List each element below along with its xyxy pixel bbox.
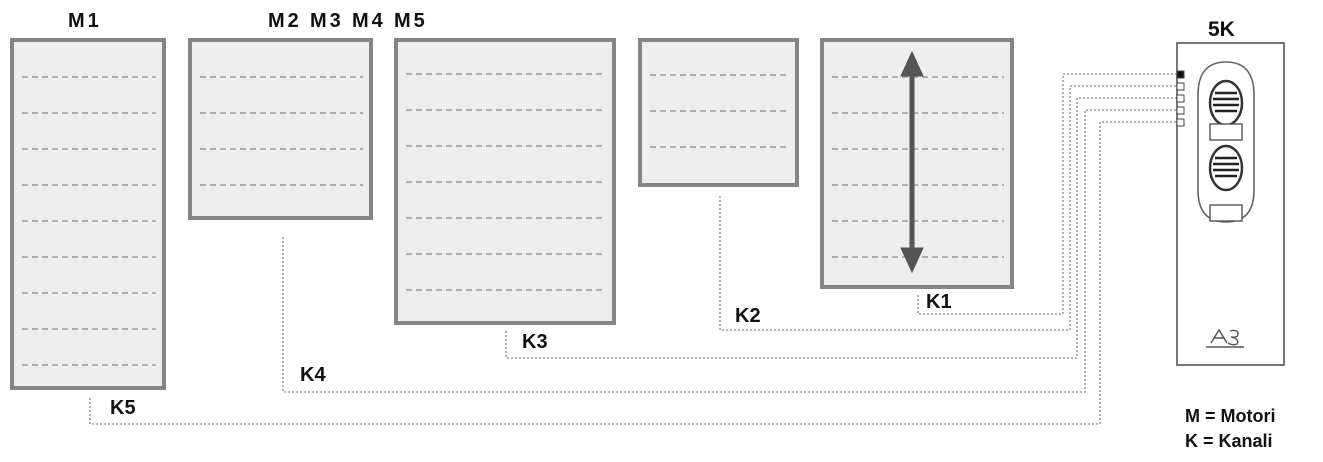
channel-indicator-5 [1176,118,1185,127]
shutter-m2 [188,38,373,220]
motor-label-m1: M1 [68,10,102,32]
remote-channel-button[interactable] [1209,204,1243,222]
shutter-m4-slats [650,74,789,148]
channel-indicators [1176,70,1185,127]
channel-indicator-1 [1176,70,1185,79]
channel-label-k1: K1 [926,291,952,313]
channel-label-k2: K2 [735,305,761,327]
wire-k2 [719,85,1177,331]
wire-k4 [282,109,1177,393]
wire-k5 [89,121,1177,425]
remote-up-button[interactable] [1208,79,1244,127]
motor-label-m4: M4 [352,10,386,32]
shutter-m4 [638,38,799,187]
channel-indicator-4 [1176,106,1185,115]
channel-wires [89,73,1177,425]
channel-indicator-3 [1176,94,1185,103]
motor-label-m2: M2 [268,10,302,32]
wire-k3 [505,97,1177,359]
remote-down-button[interactable] [1208,144,1244,192]
channel-label-k3: K3 [522,331,548,353]
remote-stop-button[interactable] [1209,123,1243,141]
channel-indicator-2 [1176,82,1185,91]
remote-label: 5K [1208,18,1235,41]
shutter-m3 [394,38,616,325]
motor-label-m3: M3 [310,10,344,32]
brand-logo-icon [1206,328,1244,348]
legend-motors: M = Motori [1185,406,1276,426]
legend-channels: K = Kanali [1185,431,1273,451]
shutter-m5 [820,38,1014,289]
motor-label-m5: M5 [394,10,428,32]
channel-label-k4: K4 [300,364,326,386]
wire-k1 [917,73,1177,315]
shutter-m3-slats [406,73,606,291]
up-down-arrow-icon [900,50,924,274]
shutter-m2-slats [200,76,363,186]
shutter-m1 [10,38,166,390]
channel-label-k5: K5 [110,397,136,419]
remote-control [1176,42,1285,366]
shutter-m1-slats [22,76,156,366]
